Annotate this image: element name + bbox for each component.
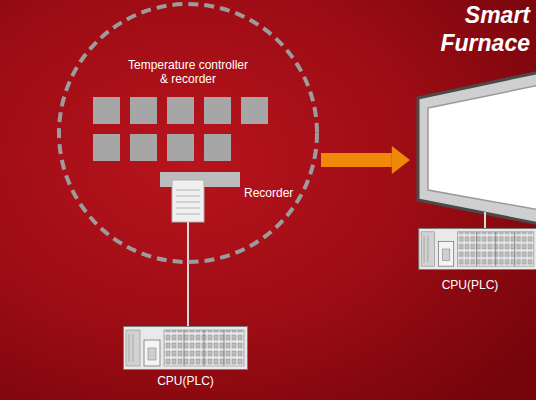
recorder-box: Recorder	[160, 172, 300, 222]
smart-furnace-title: Smart Furnace	[412, 2, 530, 57]
dashed-outline	[59, 4, 317, 262]
connector-line	[321, 153, 392, 167]
plc-icon	[124, 327, 248, 370]
plc-label: CPU(PLC)	[418, 278, 522, 292]
plc-box: CPU(PLC)	[123, 326, 248, 392]
smart-furnace-box: Smart Furnace	[412, 0, 536, 212]
recorder-icon	[160, 172, 240, 222]
plc-box: CPU(PLC)	[418, 228, 536, 294]
connector-line	[484, 212, 486, 228]
plc-label: CPU(PLC)	[123, 374, 248, 388]
recorder-label: Recorder	[244, 186, 300, 200]
dashed-circle	[57, 2, 319, 264]
region-heading: Temperature controller & recorder	[124, 58, 252, 87]
transition-arrow	[321, 146, 410, 174]
plc-icon	[419, 228, 536, 269]
arrowhead	[392, 146, 410, 174]
signal-line	[188, 222, 189, 326]
monitor-icon	[418, 72, 536, 224]
controller-region: Temperature controller & recorderRecorde…	[57, 2, 319, 264]
controller-squares	[93, 97, 268, 161]
connector-line	[187, 222, 189, 326]
signal-line	[485, 212, 486, 228]
